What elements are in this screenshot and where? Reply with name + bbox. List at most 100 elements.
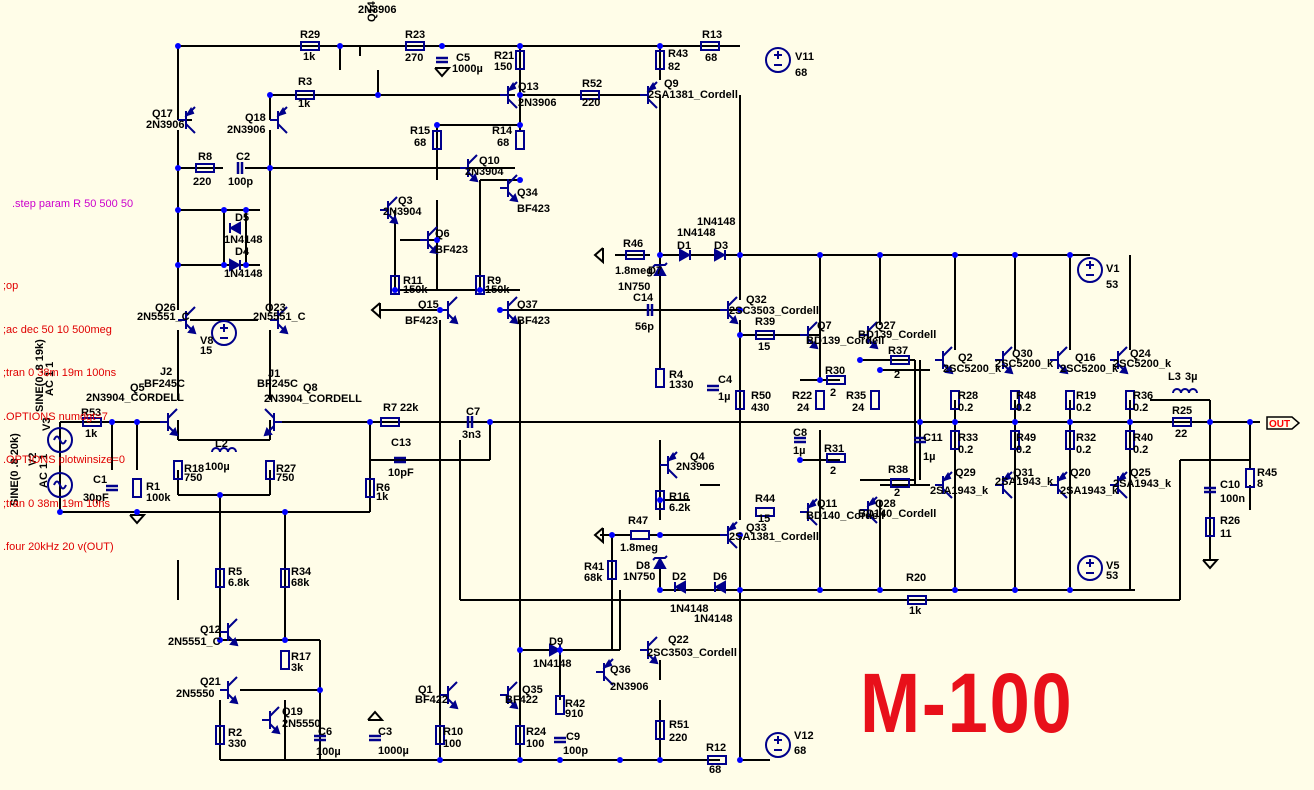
resistor [215, 725, 225, 745]
transistor [460, 154, 479, 183]
component-label: C10 [1220, 479, 1240, 491]
component-label: 1N4148 [677, 227, 716, 239]
component-label: R16 [669, 491, 689, 503]
component-label: D1 [677, 240, 691, 252]
junction-dot [337, 43, 343, 49]
resistor [755, 330, 775, 340]
junction-dot [487, 419, 493, 425]
transistor [270, 106, 288, 134]
junction-dot [437, 757, 443, 763]
component-label: 22 [1175, 428, 1187, 440]
transistor [380, 196, 399, 225]
resistor [300, 41, 320, 51]
resistor [1205, 517, 1215, 537]
junction-dot [1247, 419, 1253, 425]
resistor [280, 568, 290, 588]
transistor [500, 681, 519, 710]
component-label: R8 [198, 151, 212, 163]
component-label: Q23 [265, 302, 286, 314]
component-label: Q6 [435, 228, 450, 240]
component-label: 100 [526, 738, 544, 750]
component-label: D9 [549, 636, 563, 648]
resistor [475, 275, 485, 295]
component-label: Q34 [517, 187, 539, 199]
component-label: Q1 [418, 684, 433, 696]
diode [228, 221, 241, 235]
component-label: Q4 [690, 451, 706, 463]
ground-symbol [434, 67, 452, 78]
out-net-flag[interactable]: OUT [1266, 416, 1300, 430]
junction-dot [1207, 419, 1213, 425]
component-label: 68 [414, 137, 426, 149]
component-label: 1.8meg [620, 542, 658, 554]
component-label: C6 [318, 726, 332, 738]
junction-dot [617, 757, 623, 763]
component-label: R32 [1076, 432, 1096, 444]
component-label: R50 [751, 390, 771, 402]
voltage-source [765, 732, 791, 758]
component-label: R4 [669, 369, 684, 381]
resistor [173, 460, 183, 480]
transistor [1050, 346, 1069, 375]
out-net-label: OUT [1269, 419, 1290, 430]
component-label: V1 [1106, 263, 1119, 275]
junction-dot [1067, 419, 1073, 425]
component-label: Q25 [1130, 467, 1151, 479]
component-label: 220 [193, 176, 211, 188]
resistor [215, 568, 225, 588]
component-label: 270 [405, 52, 423, 64]
component-label: 1N4148 [224, 234, 263, 246]
inductor [211, 447, 237, 453]
component-label: 2SC5200_k [995, 358, 1054, 370]
component-label: R49 [1016, 432, 1036, 444]
component-label: R33 [958, 432, 978, 444]
component-label: R43 [668, 48, 688, 60]
diode [713, 580, 726, 594]
junction-dot [517, 122, 523, 128]
component-label: 1k [303, 51, 316, 63]
component-label: R25 [1172, 405, 1192, 417]
component-label: R44 [755, 493, 776, 505]
component-label: 15 [758, 341, 770, 353]
component-label: R48 [1016, 390, 1036, 402]
component-label: D6 [713, 571, 727, 583]
resistor [735, 390, 745, 410]
component-label: 2 [894, 369, 900, 381]
junction-dot [375, 92, 381, 98]
component-label: D7 [648, 265, 662, 277]
component-label: 24 [852, 402, 865, 414]
component-label: 2SA1943_k [1113, 478, 1172, 490]
component-label: Q22 [668, 634, 689, 646]
component-label: 100 [443, 738, 461, 750]
resistor [1065, 430, 1075, 450]
component-label: Q16 [1075, 352, 1096, 364]
ground-symbol [593, 527, 604, 545]
diode [229, 258, 242, 272]
resistor [890, 478, 910, 488]
component-label: Q3 [398, 195, 413, 207]
component-label: 1.8meg [615, 265, 653, 277]
directive-line: ;tran 0 38m 19m 10ns [3, 497, 111, 510]
schematic-title: M-100 [860, 656, 1074, 750]
component-label: 0.2 [958, 402, 973, 414]
component-label: 1000µ [378, 745, 409, 757]
transistor [860, 496, 878, 524]
step-directive[interactable]: .step param R 50 500 50 [12, 198, 134, 210]
directive-line: ;ac dec 50 10 500meg [3, 323, 112, 336]
component-label: 2SC5200_k [943, 363, 1002, 375]
junction-dot [221, 262, 227, 268]
component-label: 68 [794, 745, 806, 757]
component-label: SINE(0 .8 19k) [34, 339, 46, 412]
component-label: 1N4148 [533, 658, 572, 670]
junction-dot [175, 207, 181, 213]
resistor [435, 725, 445, 745]
capacitor [707, 384, 719, 392]
resistor [607, 560, 617, 580]
component-label: Q10 [479, 155, 500, 167]
component-label: BD140_Cordell [858, 508, 936, 520]
transistor [500, 174, 519, 203]
junction-dot [517, 177, 523, 183]
spice-directives[interactable]: ;op ;ac dec 50 10 500meg ;tran 0 38m 19m… [3, 250, 125, 569]
